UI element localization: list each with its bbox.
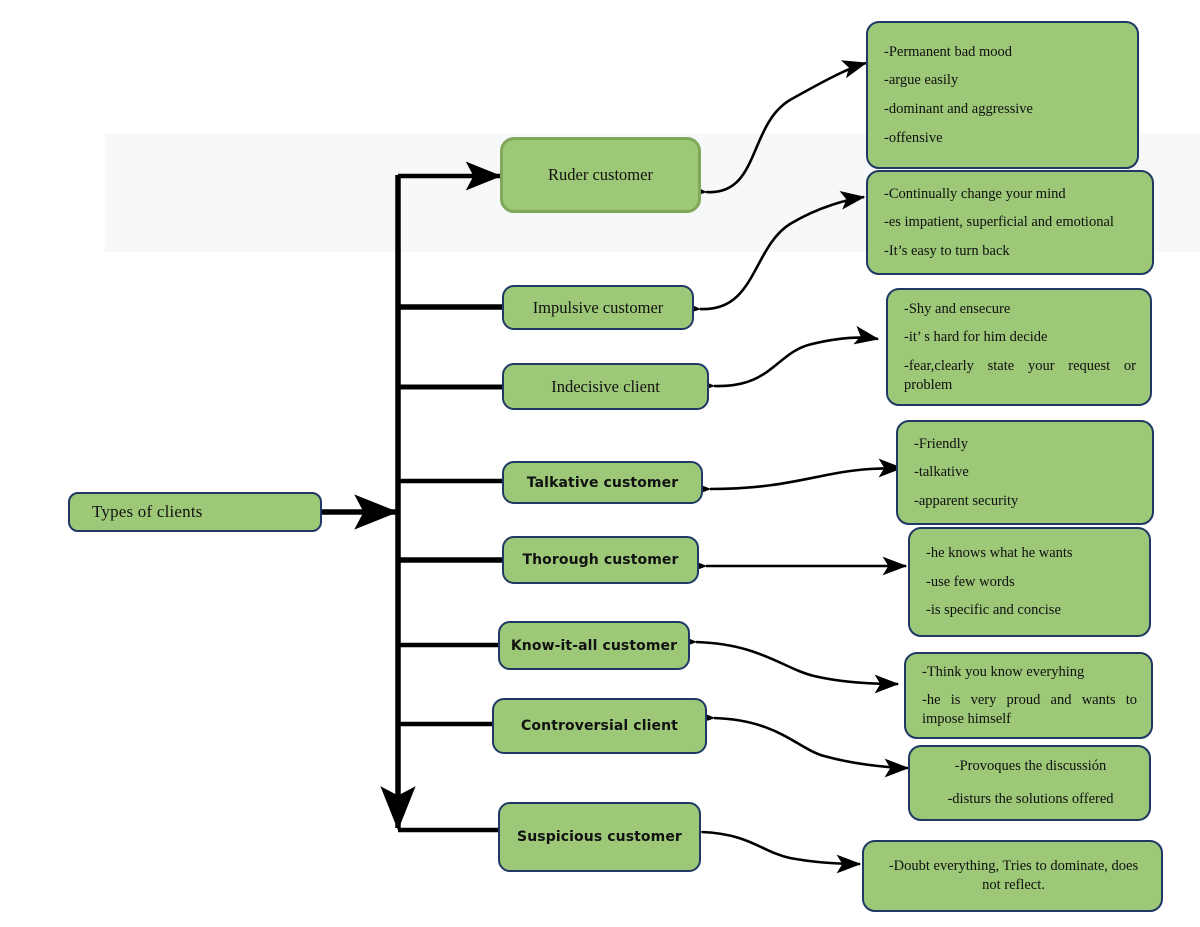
detail-line: -apparent security xyxy=(914,492,1019,509)
detail-line: -argue easily xyxy=(884,72,959,89)
node-types-of-clients[interactable]: Types of clients xyxy=(68,492,322,532)
node-label: Talkative customer xyxy=(526,474,679,491)
arrow-knowitall-traits xyxy=(672,631,900,694)
node-label: Suspicious customer xyxy=(517,829,682,845)
node-impulsive-customer[interactable]: Impulsive customer xyxy=(502,285,694,330)
node-suspicious-customer[interactable]: Suspicious customer xyxy=(498,802,701,872)
detail-line: -Continually change your mind xyxy=(884,185,1066,202)
arrow-indecisive-traits xyxy=(690,325,880,395)
detail-talkative-traits[interactable]: -Friendly -talkative -apparent security xyxy=(896,420,1154,525)
detail-knowitall-traits[interactable]: -Think you know everyhing -he is very pr… xyxy=(904,652,1153,739)
detail-line: -he knows what he wants xyxy=(926,545,1073,562)
detail-line: -Think you know everyhing xyxy=(922,663,1085,680)
detail-line: -offensive xyxy=(884,129,943,146)
detail-ruder-traits[interactable]: -Permanent bad mood -argue easily -domin… xyxy=(866,21,1139,169)
detail-indecisive-traits[interactable]: -Shy and ensecure -it’ s hard for him de… xyxy=(886,288,1152,406)
detail-controversial-traits[interactable]: -Provoques the discussión -disturs the s… xyxy=(908,745,1151,821)
node-label: Thorough customer xyxy=(522,552,679,568)
detail-line: -is specific and concise xyxy=(926,602,1061,619)
connector-branch-stubs xyxy=(398,161,503,833)
detail-line: -es impatient, superficial and emotional xyxy=(884,214,1114,231)
detail-line: -Provoques the discussión xyxy=(954,758,1107,775)
detail-impulsive-traits[interactable]: -Continually change your mind -es impati… xyxy=(866,170,1154,275)
node-thorough-customer[interactable]: Thorough customer xyxy=(502,536,699,584)
node-talkative-customer[interactable]: Talkative customer xyxy=(502,461,703,504)
node-ruder-customer[interactable]: Ruder customer xyxy=(500,137,701,213)
detail-suspicious-traits[interactable]: -Doubt everything, Tries to dominate, do… xyxy=(862,840,1163,912)
detail-line: -Doubt everything, Tries to dominate, do… xyxy=(888,858,1139,893)
detail-line: -fear,clearly state your request or prob… xyxy=(904,358,1136,393)
node-label: Types of clients xyxy=(92,502,203,521)
detail-line: -dominant and aggressive xyxy=(884,101,1033,117)
detail-line: -talkative xyxy=(914,464,969,481)
arrow-talkative-traits xyxy=(686,458,904,499)
node-label: Impulsive customer xyxy=(532,297,664,317)
detail-line: -Friendly xyxy=(914,435,968,452)
node-controversial-client[interactable]: Controversial client xyxy=(492,698,707,754)
arrow-suspicious-traits xyxy=(678,821,862,874)
detail-line: -Shy and ensecure xyxy=(904,300,1011,317)
node-label: Ruder customer xyxy=(548,165,653,184)
node-label: Controversial client xyxy=(521,718,678,734)
detail-line: -disturs the solutions offered xyxy=(947,791,1114,807)
detail-line: -Permanent bad mood xyxy=(884,43,1013,60)
detail-line: -he is very proud and wants to impose hi… xyxy=(922,692,1137,727)
node-know-it-all-customer[interactable]: Know-it-all customer xyxy=(498,621,690,670)
arrow-controversial-traits xyxy=(690,707,910,778)
detail-line: -it’ s hard for him decide xyxy=(904,329,1048,346)
detail-line: -It’s easy to turn back xyxy=(884,242,1010,259)
node-label: Know-it-all customer xyxy=(510,637,678,654)
node-label: Indecisive client xyxy=(551,376,660,396)
node-indecisive-client[interactable]: Indecisive client xyxy=(502,363,709,410)
detail-line: -use few words xyxy=(926,573,1015,590)
detail-thorough-traits[interactable]: -he knows what he wants -use few words -… xyxy=(908,527,1151,637)
